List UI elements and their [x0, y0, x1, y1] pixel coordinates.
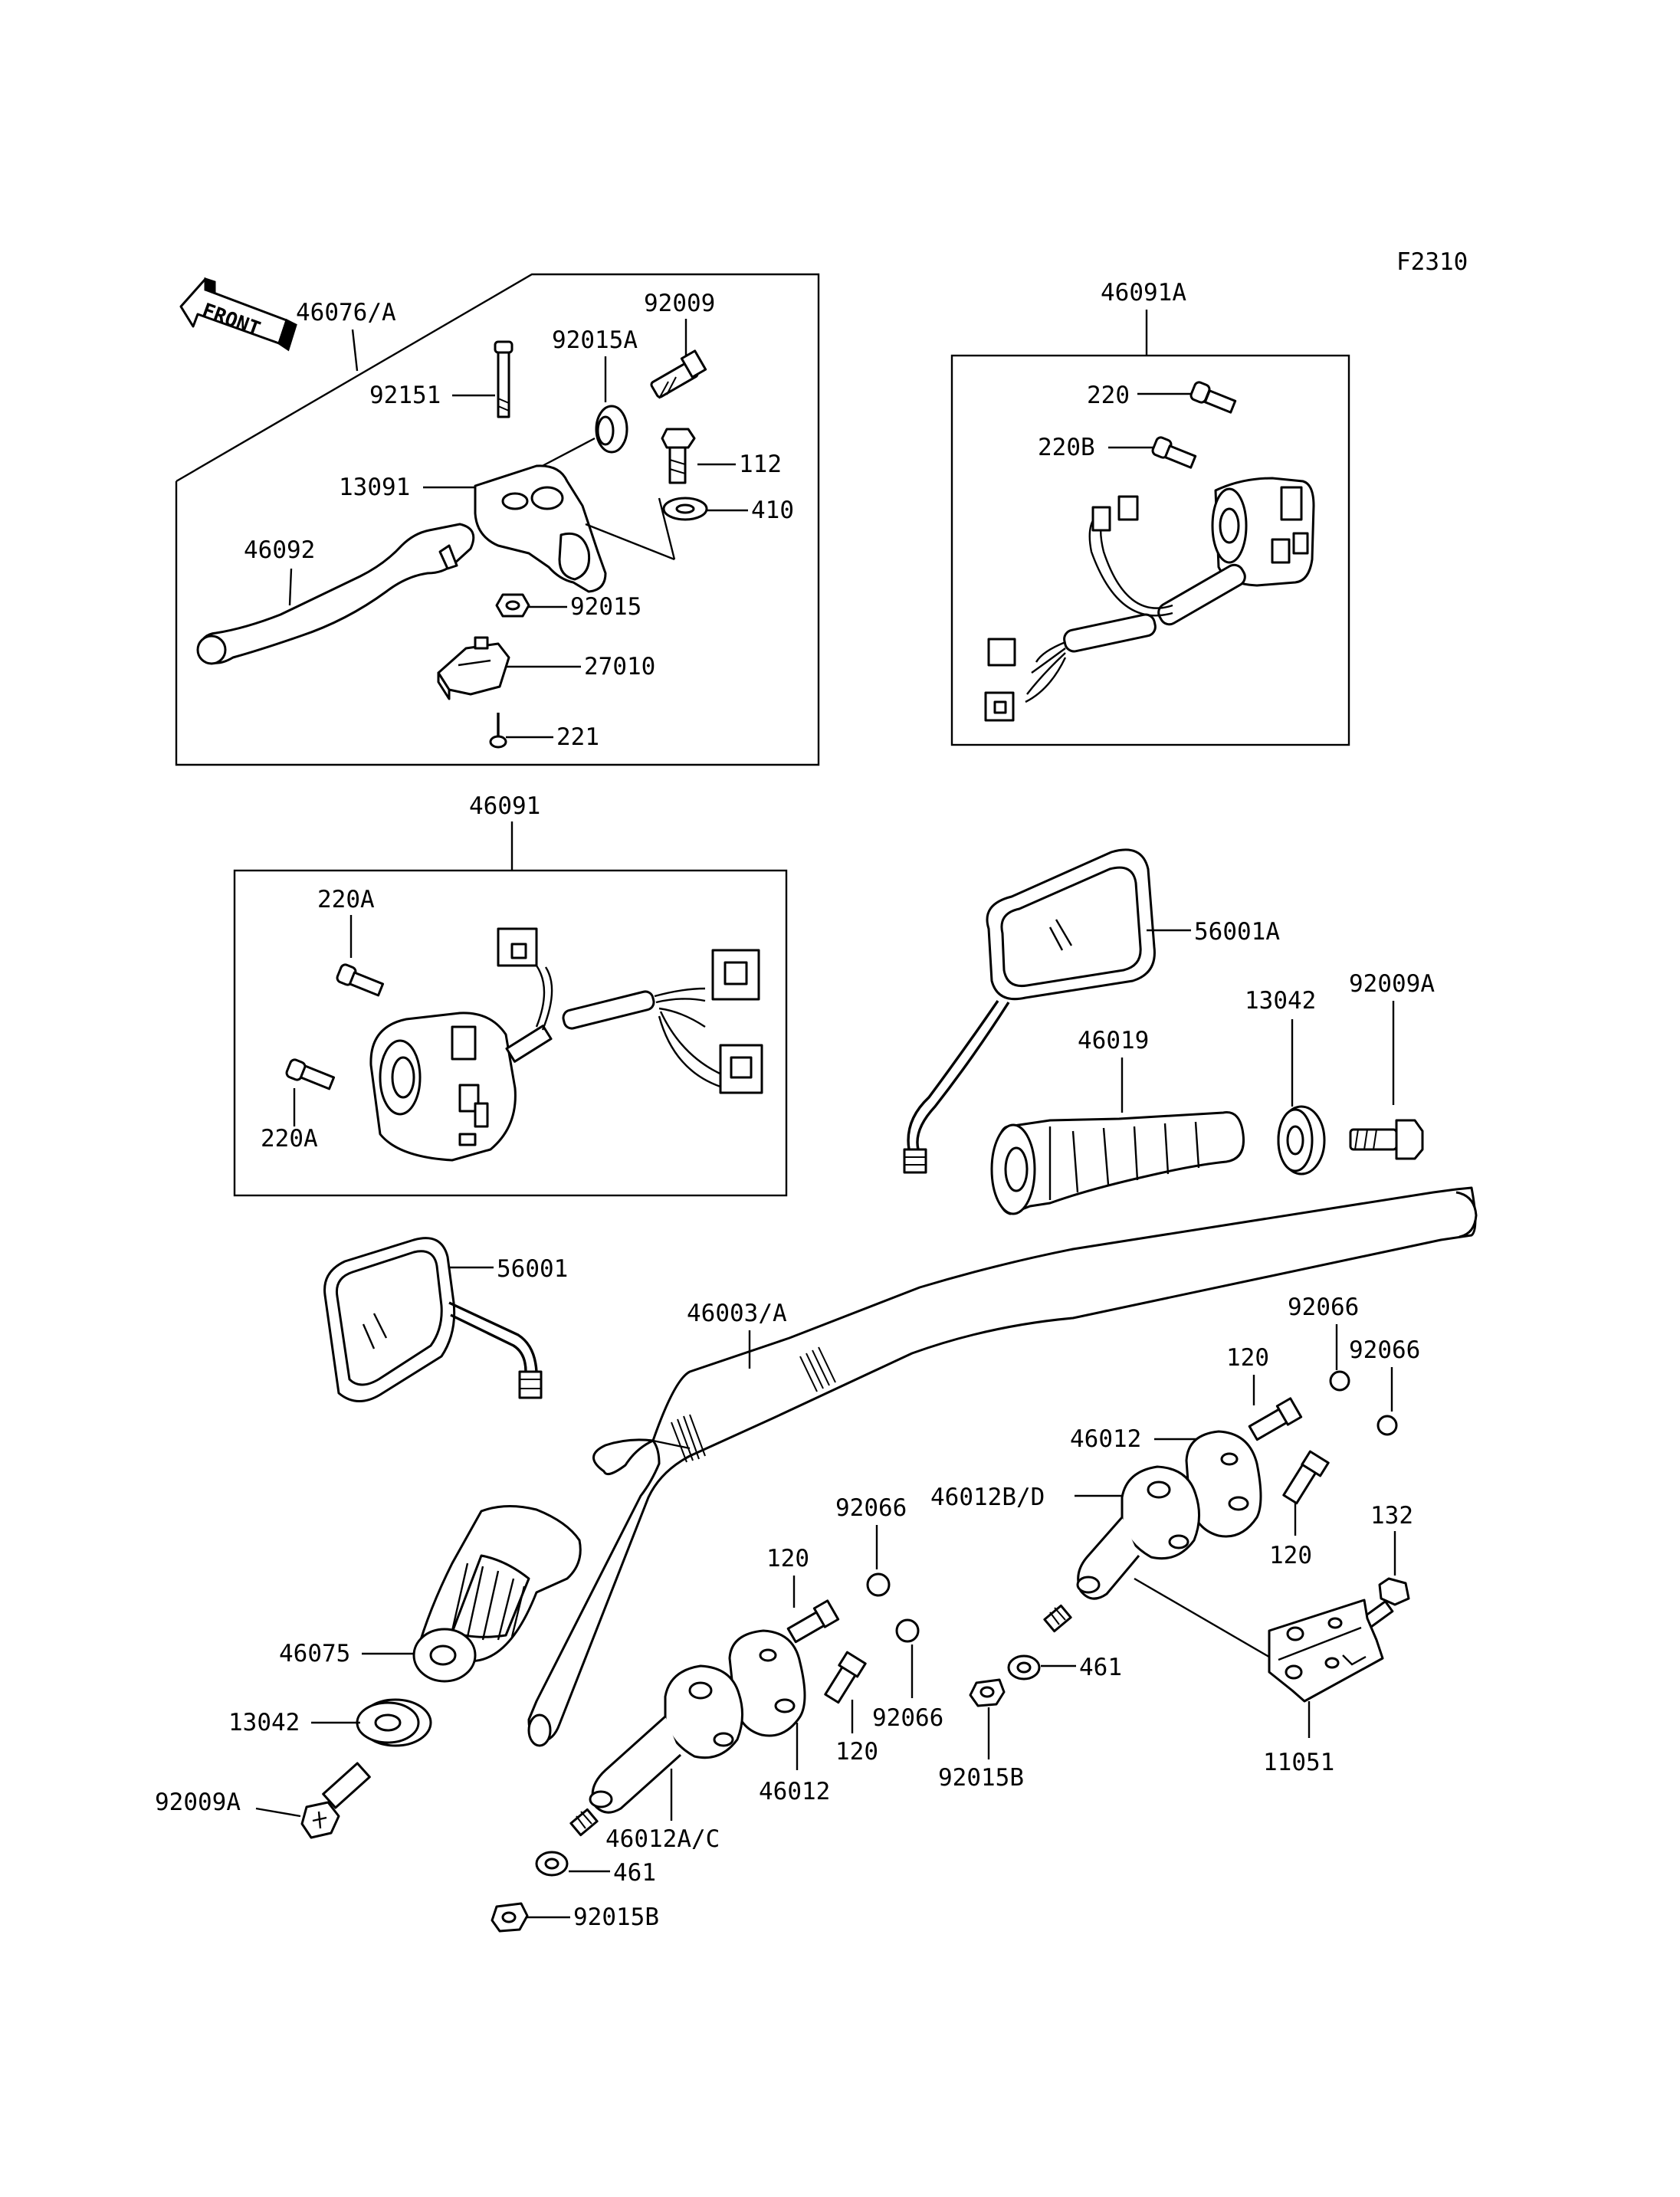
- lever-clamp-icon: [474, 464, 676, 593]
- screw-221-icon: [489, 713, 507, 749]
- part-label-46012-right-upper: 46012: [1070, 1425, 1141, 1453]
- part-label-120-mid: 120: [766, 1545, 809, 1572]
- washer-92066-top-a-icon: [1329, 1370, 1350, 1392]
- left-switch-housing-icon: [369, 1012, 517, 1162]
- part-label-13042-left: 13042: [228, 1709, 300, 1736]
- right-switch-assembly-label: 46091A: [1101, 279, 1186, 307]
- part-label-46003A: 46003/A: [687, 1300, 787, 1327]
- part-label-92015B-left: 92015B: [573, 1904, 659, 1931]
- bolt-120-left-icon: [824, 1651, 867, 1704]
- part-label-92015: 92015: [570, 593, 641, 621]
- part-label-92009: 92009: [644, 290, 715, 317]
- part-label-92066-mid: 92066: [835, 1494, 907, 1522]
- part-label-92009A-left: 92009A: [155, 1789, 241, 1816]
- holder-right-lower-icon: [1043, 1465, 1200, 1633]
- left-switch-assembly-frame: [233, 869, 788, 1197]
- part-label-220: 220: [1087, 382, 1130, 409]
- nut-92015-icon: [495, 593, 530, 618]
- part-label-11051: 11051: [1263, 1749, 1334, 1776]
- holder-left-upper-icon: [728, 1629, 806, 1737]
- bolt-right-icon: [1349, 1119, 1424, 1160]
- part-label-220B: 220B: [1038, 434, 1095, 461]
- nut-92015B-left-icon: [491, 1902, 529, 1933]
- part-label-56001: 56001: [497, 1255, 568, 1283]
- bolt-112-icon: [661, 428, 696, 484]
- front-arrow-icon: FRONT: [179, 277, 297, 352]
- right-switch-housing-icon: [1211, 477, 1315, 587]
- part-label-13091: 13091: [339, 474, 410, 501]
- part-label-120-left: 120: [835, 1738, 878, 1766]
- part-label-461-right: 461: [1079, 1654, 1122, 1681]
- pivot-bolt-icon: [494, 340, 514, 418]
- part-label-46019: 46019: [1078, 1027, 1149, 1054]
- part-label-92015A: 92015A: [552, 326, 638, 354]
- clutch-lever-icon: [196, 523, 475, 665]
- part-label-46075: 46075: [279, 1640, 350, 1667]
- left-grip-icon: [412, 1504, 582, 1683]
- left-mirror-icon: [323, 1237, 543, 1402]
- left-switch-harness-icon: [497, 927, 763, 1094]
- holder-left-lower-icon: [569, 1664, 743, 1837]
- part-label-112: 112: [739, 451, 782, 478]
- locknut-icon: [536, 405, 628, 471]
- washer-461-right-icon: [1007, 1654, 1041, 1681]
- part-label-92009A-right: 92009A: [1349, 970, 1435, 998]
- part-label-13042-right: 13042: [1245, 987, 1316, 1015]
- part-label-221: 221: [556, 723, 599, 751]
- washer-92066-top-b-icon: [1376, 1415, 1398, 1436]
- right-mirror-icon: [903, 848, 1156, 1174]
- nut-92015B-right-icon: [969, 1678, 1006, 1707]
- handlebar-knurl-icon: [671, 1346, 836, 1463]
- part-label-56001A: 56001A: [1194, 918, 1280, 946]
- right-switch-harness-icon: [984, 495, 1246, 722]
- washer-92066-mid-icon: [866, 1572, 891, 1597]
- right-switch-assembly-group: 46091A 220 220B: [950, 279, 1350, 746]
- screw-220A-top-icon: [336, 963, 385, 997]
- right-grip-icon: [990, 1111, 1245, 1215]
- screw-220B-icon: [1151, 436, 1197, 469]
- bolt-left-icon: [300, 1762, 371, 1839]
- bolt-120-top-icon: [1248, 1397, 1303, 1441]
- part-label-92151: 92151: [369, 382, 441, 409]
- holder-right-upper-icon: [1185, 1430, 1262, 1538]
- part-label-132: 132: [1370, 1502, 1413, 1530]
- clutch-switch-icon: [437, 636, 510, 700]
- adjuster-screw-icon: [650, 349, 707, 399]
- part-label-410: 410: [751, 497, 794, 524]
- part-label-46012AC: 46012A/C: [605, 1825, 720, 1853]
- left-switch-assembly-label: 46091: [469, 792, 540, 820]
- handlebar-icon: [527, 1186, 1478, 1747]
- part-label-46012-left-upper: 46012: [759, 1778, 830, 1805]
- part-label-92066-mid-b: 92066: [872, 1704, 943, 1732]
- lever-assembly-frame: [175, 273, 820, 766]
- washer-461-left-icon: [535, 1851, 569, 1877]
- bolt-120-right-icon: [1282, 1450, 1330, 1505]
- part-label-46012BD: 46012B/D: [930, 1484, 1045, 1511]
- part-label-220A-top: 220A: [317, 886, 375, 913]
- spacer-right-icon: [1277, 1105, 1326, 1176]
- lever-assembly-group: 46076/A 92009 92015A 92151 112 13091 410…: [175, 273, 820, 766]
- part-label-220A-bottom: 220A: [261, 1125, 318, 1153]
- part-label-92066-top-a: 92066: [1288, 1294, 1359, 1321]
- lever-assembly-label: 46076/A: [296, 299, 396, 326]
- part-label-120-top: 120: [1226, 1344, 1269, 1372]
- screw-220A-bottom-icon: [285, 1058, 336, 1090]
- spacer-left-icon: [356, 1698, 432, 1747]
- bolt-120-mid-icon: [786, 1599, 840, 1644]
- part-label-92015B-right: 92015B: [938, 1764, 1024, 1792]
- bracket-11051-icon: [1268, 1599, 1384, 1703]
- washer-92066-mid-b-icon: [895, 1618, 920, 1643]
- washer-410-icon: [662, 497, 708, 521]
- holder-to-bracket-line: [1134, 1577, 1278, 1663]
- screw-220-icon: [1189, 381, 1237, 414]
- part-label-92066-top-b: 92066: [1349, 1336, 1420, 1364]
- right-switch-assembly-frame: [950, 354, 1350, 746]
- part-label-46092: 46092: [244, 536, 315, 564]
- part-label-27010: 27010: [584, 653, 655, 680]
- part-label-120-right: 120: [1269, 1542, 1312, 1569]
- left-switch-assembly-group: 46091 220A 220A: [233, 792, 788, 1197]
- figure-code: F2310: [1396, 248, 1468, 276]
- part-label-461-left: 461: [613, 1859, 656, 1887]
